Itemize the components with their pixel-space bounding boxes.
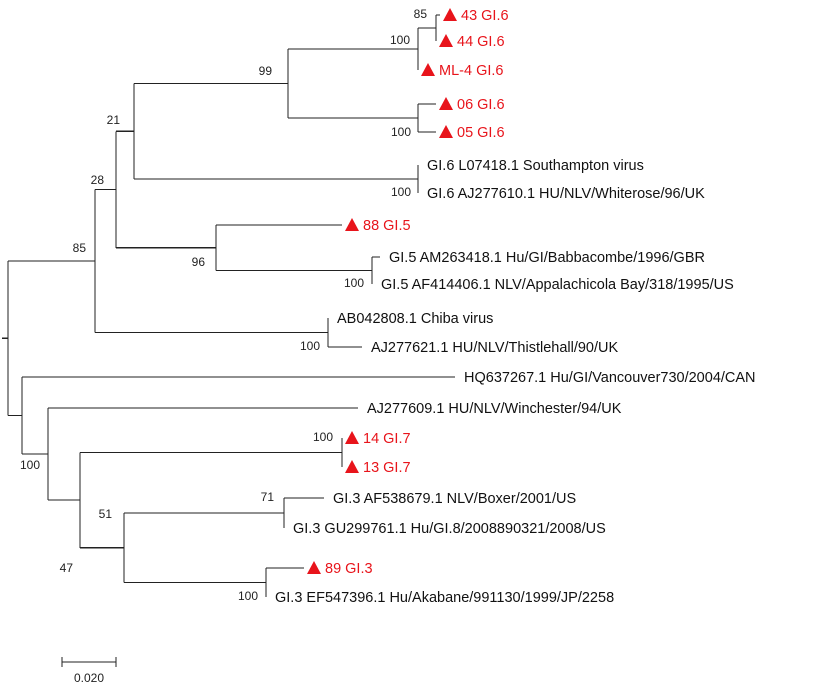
- leaf-label: ML-4 GI.6: [439, 63, 503, 79]
- bootstrap-value: 100: [313, 430, 333, 444]
- bootstrap-value: 21: [107, 113, 121, 127]
- sample-marker-icon: [345, 431, 359, 444]
- leaf-label: 44 GI.6: [457, 34, 505, 50]
- leaf-label: 13 GI.7: [363, 460, 411, 476]
- leaf-label: GI.6 AJ277610.1 HU/NLV/Whiterose/96/UK: [427, 186, 705, 202]
- leaf-label: GI.5 AF414406.1 NLV/Appalachicola Bay/31…: [381, 277, 734, 293]
- bootstrap-value: 100: [344, 276, 364, 290]
- bootstrap-value: 100: [238, 589, 258, 603]
- leaf-label: 05 GI.6: [457, 125, 505, 141]
- leaf-label: 14 GI.7: [363, 431, 411, 447]
- leaf-label: GI.5 AM263418.1 Hu/GI/Babbacombe/1996/GB…: [389, 250, 705, 266]
- leaf-label: 89 GI.3: [325, 561, 373, 577]
- sample-marker-icon: [421, 63, 435, 76]
- leaf-label: AB042808.1 Chiba virus: [337, 311, 493, 327]
- bootstrap-values: 85 100 100 99 100 21 100 96 28 100 85 100 71 100 51 47 1…: [20, 7, 427, 603]
- leaf-label: 88 GI.5: [363, 218, 411, 234]
- leaf-labels: 43 GI.6 44 GI.6ML-4 GI.6 06 GI.6 05 GI.6GI.…: [275, 8, 756, 606]
- leaf-label: 06 GI.6: [457, 97, 505, 113]
- sample-marker-icon: [443, 8, 457, 21]
- tree-branches: [2, 14, 455, 597]
- bootstrap-value: 96: [192, 255, 206, 269]
- sample-marker-icon: [439, 125, 453, 138]
- bootstrap-value: 100: [391, 185, 411, 199]
- bootstrap-value: 51: [99, 507, 113, 521]
- leaf-label: GI.3 EF547396.1 Hu/Akabane/991130/1999/J…: [275, 590, 614, 606]
- bootstrap-value: 100: [391, 125, 411, 139]
- sample-marker-icon: [307, 561, 321, 574]
- bootstrap-value: 99: [259, 64, 273, 78]
- sample-marker-icon: [345, 218, 359, 231]
- leaf-label: HQ637267.1 Hu/GI/Vancouver730/2004/CAN: [464, 370, 756, 386]
- bootstrap-value: 47: [60, 561, 74, 575]
- bootstrap-value: 85: [414, 7, 428, 21]
- leaf-label: AJ277609.1 HU/NLV/Winchester/94/UK: [367, 401, 622, 417]
- leaf-label: GI.6 L07418.1 Southampton virus: [427, 158, 644, 174]
- sample-marker-icon: [345, 460, 359, 473]
- bootstrap-value: 100: [390, 33, 410, 47]
- leaf-label: AJ277621.1 HU/NLV/Thistlehall/90/UK: [371, 340, 618, 356]
- sample-marker-icon: [439, 97, 453, 110]
- bootstrap-value: 85: [73, 241, 87, 255]
- sample-marker-icon: [439, 34, 453, 47]
- leaf-label: GI.3 AF538679.1 NLV/Boxer/2001/US: [333, 491, 576, 507]
- leaf-label: 43 GI.6: [461, 8, 509, 24]
- bootstrap-value: 100: [20, 458, 40, 472]
- bootstrap-value: 100: [300, 339, 320, 353]
- leaf-label: GI.3 GU299761.1 Hu/GI.8/2008890321/2008/…: [293, 521, 606, 537]
- bootstrap-value: 71: [261, 490, 275, 504]
- bootstrap-value: 28: [91, 173, 105, 187]
- scale-bar: 0.020: [61, 657, 117, 685]
- scale-bar-label: 0.020: [74, 671, 104, 685]
